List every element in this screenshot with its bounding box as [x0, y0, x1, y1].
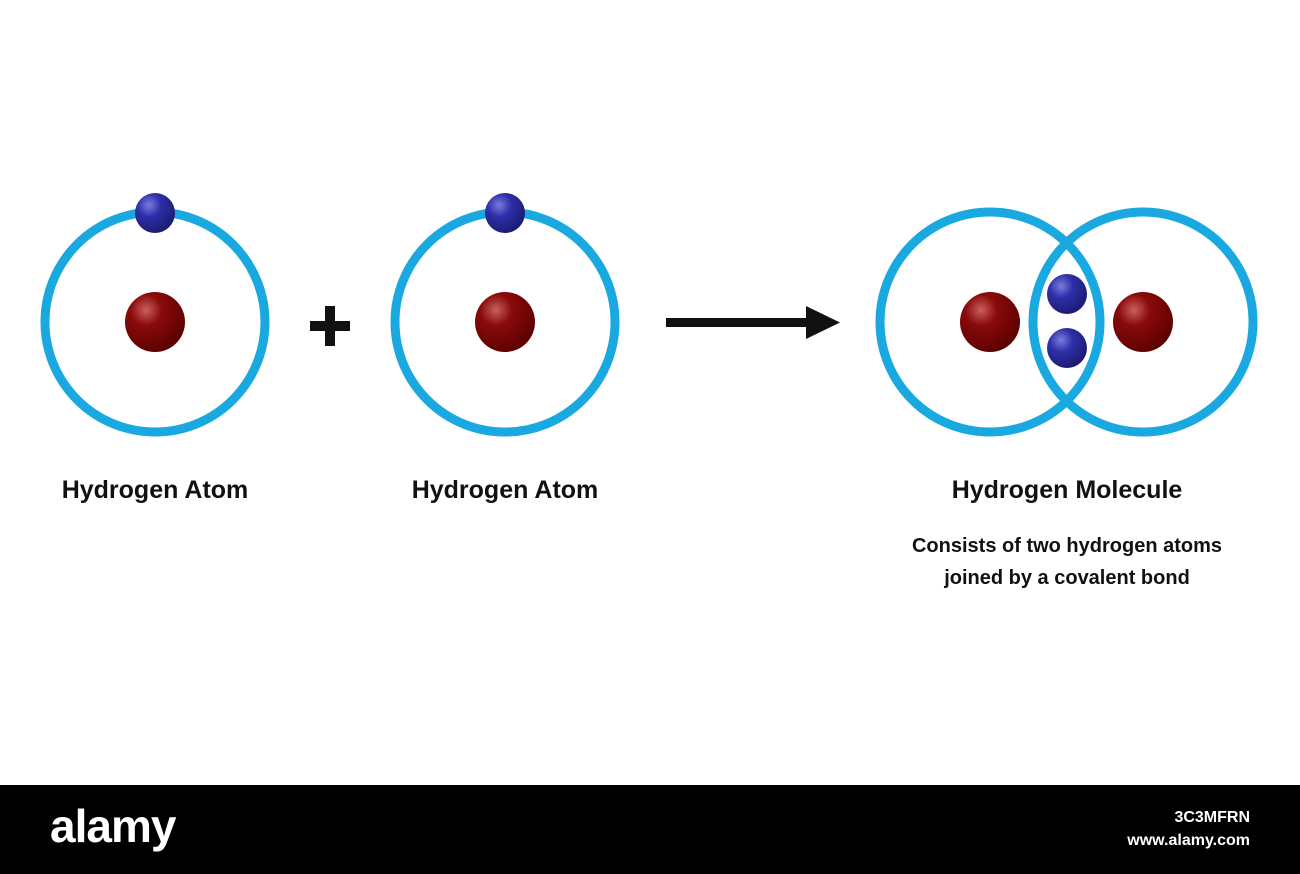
reaction-arrow: [666, 306, 840, 339]
shared-electron-top: [1047, 274, 1087, 314]
atom-2-electron: [485, 193, 525, 233]
molecule-orbit-left: [875, 207, 1105, 437]
molecule-label: Hydrogen Molecule: [951, 476, 1183, 504]
footer-url: www.alamy.com: [1127, 832, 1250, 849]
atom-2-nucleus: [475, 292, 535, 352]
hydrogen-bond-diagram: [40, 193, 1258, 437]
molecule-orbit-right: [1028, 207, 1258, 437]
hydrogen-molecule: [875, 207, 1258, 437]
molecule-caption-line-1: Consists of two hydrogen atoms: [911, 535, 1223, 557]
hydrogen-atom-2: [390, 193, 620, 437]
molecule-caption-line-2: joined by a covalent bond: [944, 567, 1190, 589]
image-id: 3C3MFRN: [1174, 809, 1250, 826]
molecule-nucleus-left: [960, 292, 1020, 352]
atom-1-label: Hydrogen Atom: [61, 476, 249, 504]
hydrogen-atom-1: [40, 193, 270, 437]
watermark-footer: alamy 3C3MFRN www.alamy.com: [0, 785, 1300, 874]
molecule-nucleus-right: [1113, 292, 1173, 352]
atom-1-electron: [135, 193, 175, 233]
atom-1-nucleus: [125, 292, 185, 352]
plus-sign: [310, 306, 350, 346]
atom-2-label: Hydrogen Atom: [411, 476, 599, 504]
shared-electron-bottom: [1047, 328, 1087, 368]
alamy-logo: alamy: [50, 800, 176, 852]
molecule-caption: Consists of two hydrogen atoms joined by…: [857, 530, 1277, 594]
